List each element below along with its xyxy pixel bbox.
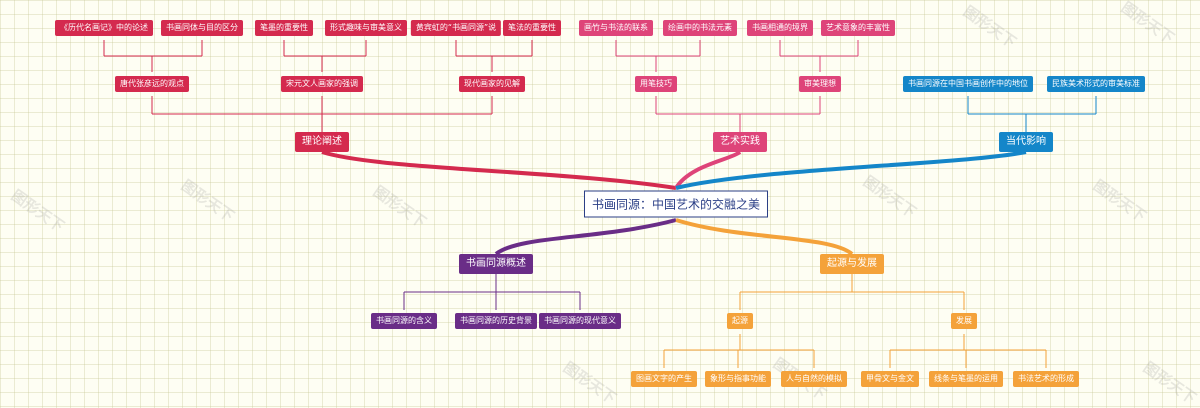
practice-leaf-calligraphy[interactable]: 绘画中的书法元素 — [663, 20, 737, 36]
influence-leaf-standard[interactable]: 民族美术形式的审美标准 — [1047, 76, 1145, 92]
origin-connectors — [663, 274, 1047, 368]
theory-song-yuan-node[interactable]: 宋元文人画家的强调 — [281, 76, 363, 92]
practice-topic[interactable]: 艺术实践 — [713, 132, 767, 152]
influence-leaf-status[interactable]: 书画同源在中国书画创作中的地位 — [903, 76, 1033, 92]
practice-brush-node[interactable]: 用笔技巧 — [635, 76, 677, 92]
branch-overview-line — [494, 218, 677, 256]
origin-development-node[interactable]: 发展 — [951, 313, 977, 329]
branch-practice-line — [674, 150, 742, 190]
theory-connectors — [103, 40, 533, 132]
practice-leaf-bamboo[interactable]: 画竹与书法的联系 — [579, 20, 653, 36]
theory-modern-node[interactable]: 现代画家的见解 — [459, 76, 525, 92]
branch-theory-line — [321, 150, 677, 190]
theory-zhang-yanyuan-node[interactable]: 唐代张彦远的观点 — [115, 76, 189, 92]
root-topic[interactable]: 书画同源：中国艺术的交融之美 — [583, 190, 769, 218]
overview-connectors — [403, 274, 581, 310]
branch-origin-line — [675, 218, 854, 256]
overview-topic[interactable]: 书画同源概述 — [459, 254, 533, 274]
theory-leaf-bifa[interactable]: 笔法的重要性 — [503, 20, 561, 36]
origin-leaf-xiangxing[interactable]: 象形与指事功能 — [705, 371, 771, 387]
origin-leaf-nature[interactable]: 人与自然的模拟 — [781, 371, 847, 387]
theory-leaf-lidai[interactable]: 《历代名画记》中的论述 — [55, 20, 153, 36]
overview-leaf-modern[interactable]: 书画同源的现代意义 — [539, 313, 621, 329]
origin-leaf-oracle[interactable]: 甲骨文与金文 — [861, 371, 919, 387]
origin-start-node[interactable]: 起源 — [727, 313, 753, 329]
practice-aesthetic-node[interactable]: 审美理想 — [799, 76, 841, 92]
overview-leaf-history[interactable]: 书画同源的历史背景 — [455, 313, 537, 329]
theory-leaf-tongti[interactable]: 书画同体与目的区分 — [161, 20, 243, 36]
origin-leaf-lines[interactable]: 线条与笔墨的运用 — [929, 371, 1003, 387]
practice-connectors — [615, 40, 859, 132]
influence-connectors — [967, 96, 1097, 132]
theory-leaf-huangbinhong[interactable]: 黄宾虹的“书画同源”说 — [410, 20, 502, 36]
origin-leaf-pictograph[interactable]: 图画文字的产生 — [631, 371, 697, 387]
influence-topic[interactable]: 当代影响 — [999, 132, 1053, 152]
theory-leaf-bimo[interactable]: 笔墨的重要性 — [255, 20, 313, 36]
theory-topic[interactable]: 理论阐述 — [295, 132, 349, 152]
practice-leaf-imagery[interactable]: 艺术意象的丰富性 — [821, 20, 895, 36]
theory-leaf-xingshi[interactable]: 形式趣味与审美意义 — [325, 20, 407, 36]
branch-influence-line — [675, 150, 1027, 190]
practice-leaf-realm[interactable]: 书画相通的境界 — [747, 20, 813, 36]
overview-leaf-meaning[interactable]: 书画同源的含义 — [371, 313, 437, 329]
origin-topic[interactable]: 起源与发展 — [820, 254, 884, 274]
origin-leaf-calligraphy-art[interactable]: 书法艺术的形成 — [1013, 371, 1079, 387]
